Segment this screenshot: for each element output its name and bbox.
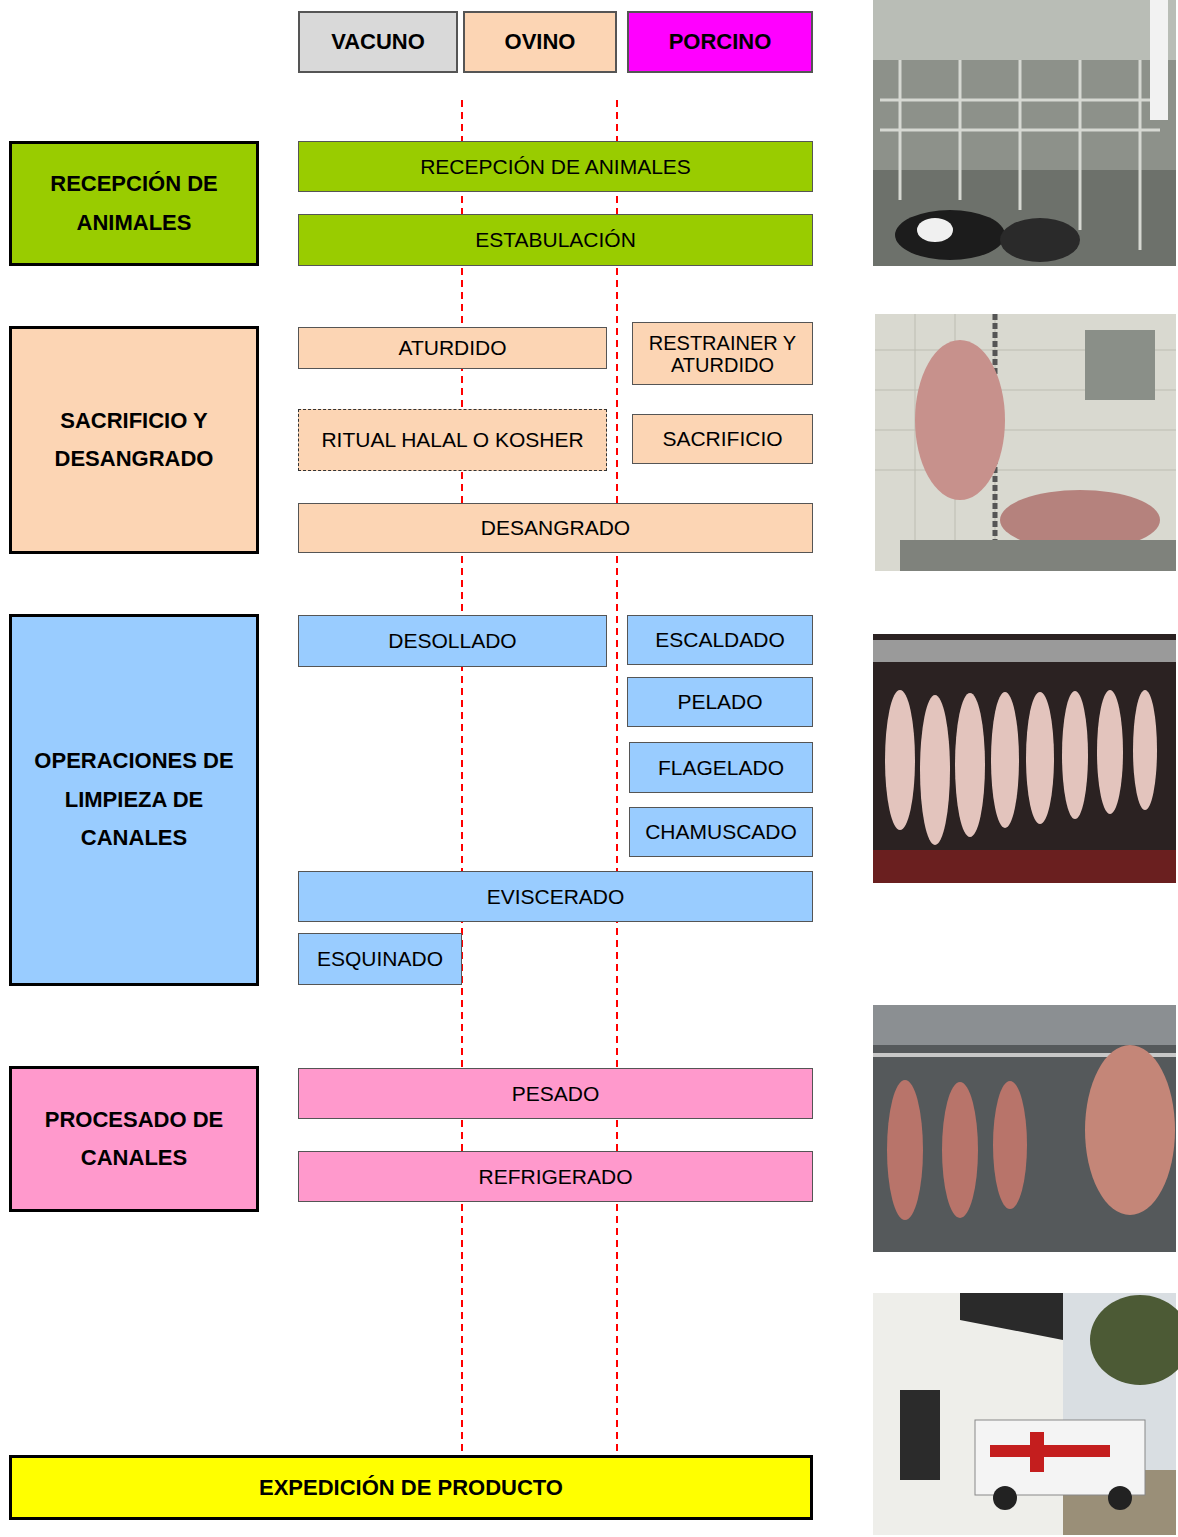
column-header: OVINO [463,11,617,73]
photo-van-stripe [1030,1432,1044,1472]
photo-carcass [1085,1045,1175,1215]
photo-ceiling [873,1005,1176,1045]
stage-box: SACRIFICIO Y DESANGRADO [9,326,259,554]
process-box: PELADO [627,677,813,727]
photo-carcass [993,1081,1027,1209]
box-label: PELADO [675,690,764,713]
stage-box: RECEPCIÓN DE ANIMALES [9,141,259,266]
photo-pens [873,60,1176,170]
process-box: EVISCERADO [298,871,813,922]
photo-trough [900,540,1176,571]
box-label: RITUAL HALAL O KOSHER [319,428,585,451]
photo-carcasses [887,1045,1175,1220]
box-label: SACRIFICIO Y DESANGRADO [47,402,221,479]
photo-wheel [1108,1486,1132,1510]
box-label: REFRIGERADO [476,1165,634,1188]
process-box: ESQUINADO [298,933,462,985]
box-label: ESTABULACIÓN [473,228,638,251]
stage-box: PROCESADO DE CANALES [9,1066,259,1212]
box-label: RESTRAINER Y ATURDIDO [641,332,805,376]
column-guide [616,100,618,1455]
photo-carcass [885,690,915,830]
photo-cow-patch [917,218,953,242]
photo-carcass [920,695,950,845]
box-label: OVINO [503,29,578,55]
box-label: SACRIFICIO [660,427,784,450]
stage-box: OPERACIONES DE LIMPIEZA DE CANALES [9,614,259,986]
box-label: FLAGELADO [656,756,786,779]
column-header: VACUNO [298,11,458,73]
process-box: REFRIGERADO [298,1151,813,1202]
process-box: CHAMUSCADO [629,807,813,857]
carcass-line-photo [873,634,1176,883]
photo-floor [873,850,1176,883]
cold-room-photo [873,1005,1176,1252]
photo-carcass [887,1080,923,1220]
photo-van-stripe [990,1445,1110,1457]
stabling-photo [873,0,1176,266]
photo-cow [1000,218,1080,262]
photo-carcass [1062,691,1088,819]
photo-ground [875,314,1176,571]
process-box: DESANGRADO [298,503,813,553]
photo-van [975,1420,1145,1495]
slaughter-photo [875,314,1176,571]
process-box: ESTABULACIÓN [298,214,813,266]
photo-person [1150,0,1168,120]
box-label: PORCINO [667,29,774,55]
photo-carcass [991,692,1019,828]
box-label: PESADO [510,1082,602,1105]
box-label: DESANGRADO [479,516,632,539]
box-label: EVISCERADO [485,885,627,908]
box-label: ESQUINADO [315,947,445,970]
photo-ground [873,634,1176,883]
photo-carcass [1026,692,1054,824]
photo-tiles [875,314,1176,571]
photo-ground [873,0,1176,266]
photo-carcass [1133,690,1157,810]
box-label: CHAMUSCADO [643,820,799,843]
column-guide [461,100,463,1455]
photo-carcass [942,1082,978,1218]
photo-tree [1090,1295,1178,1385]
process-box: PESADO [298,1068,813,1119]
photo-cow [895,210,1005,260]
box-label: RECEPCIÓN DE ANIMALES [418,155,693,178]
photo-door [900,1390,940,1480]
box-label: EXPEDICIÓN DE PRODUCTO [257,1475,565,1501]
column-header: PORCINO [627,11,813,73]
box-label: VACUNO [329,29,427,55]
box-label: DESOLLADO [386,629,518,652]
box-label: PROCESADO DE CANALES [22,1101,246,1178]
photo-control-box [1085,330,1155,400]
output-box: EXPEDICIÓN DE PRODUCTO [9,1455,813,1520]
box-label: OPERACIONES DE LIMPIEZA DE CANALES [17,742,251,858]
photo-ceiling [873,0,1176,60]
process-box: RECEPCIÓN DE ANIMALES [298,141,813,192]
box-label: ATURDIDO [396,336,508,359]
optional-process-box: RITUAL HALAL O KOSHER [298,409,607,471]
photo-rail [873,640,1176,662]
box-label: RECEPCIÓN DE ANIMALES [32,165,236,242]
photo-wheel [993,1486,1017,1510]
photo-carcass [1097,690,1123,814]
process-box: ESCALDADO [627,615,813,665]
box-label: ESCALDADO [653,628,787,651]
process-box: DESOLLADO [298,615,607,667]
photo-ground [873,1005,1176,1252]
process-box: ATURDIDO [298,327,607,369]
process-box: FLAGELADO [629,742,813,793]
photo-carcass [915,340,1005,500]
process-box: SACRIFICIO [632,414,813,464]
photo-carcasses [885,690,1157,845]
photo-roof [960,1293,1063,1340]
process-box: RESTRAINER Y ATURDIDO [632,322,813,385]
photo-carcass [955,693,985,837]
shipping-photo [873,1293,1178,1535]
photo-building [873,1293,1063,1535]
